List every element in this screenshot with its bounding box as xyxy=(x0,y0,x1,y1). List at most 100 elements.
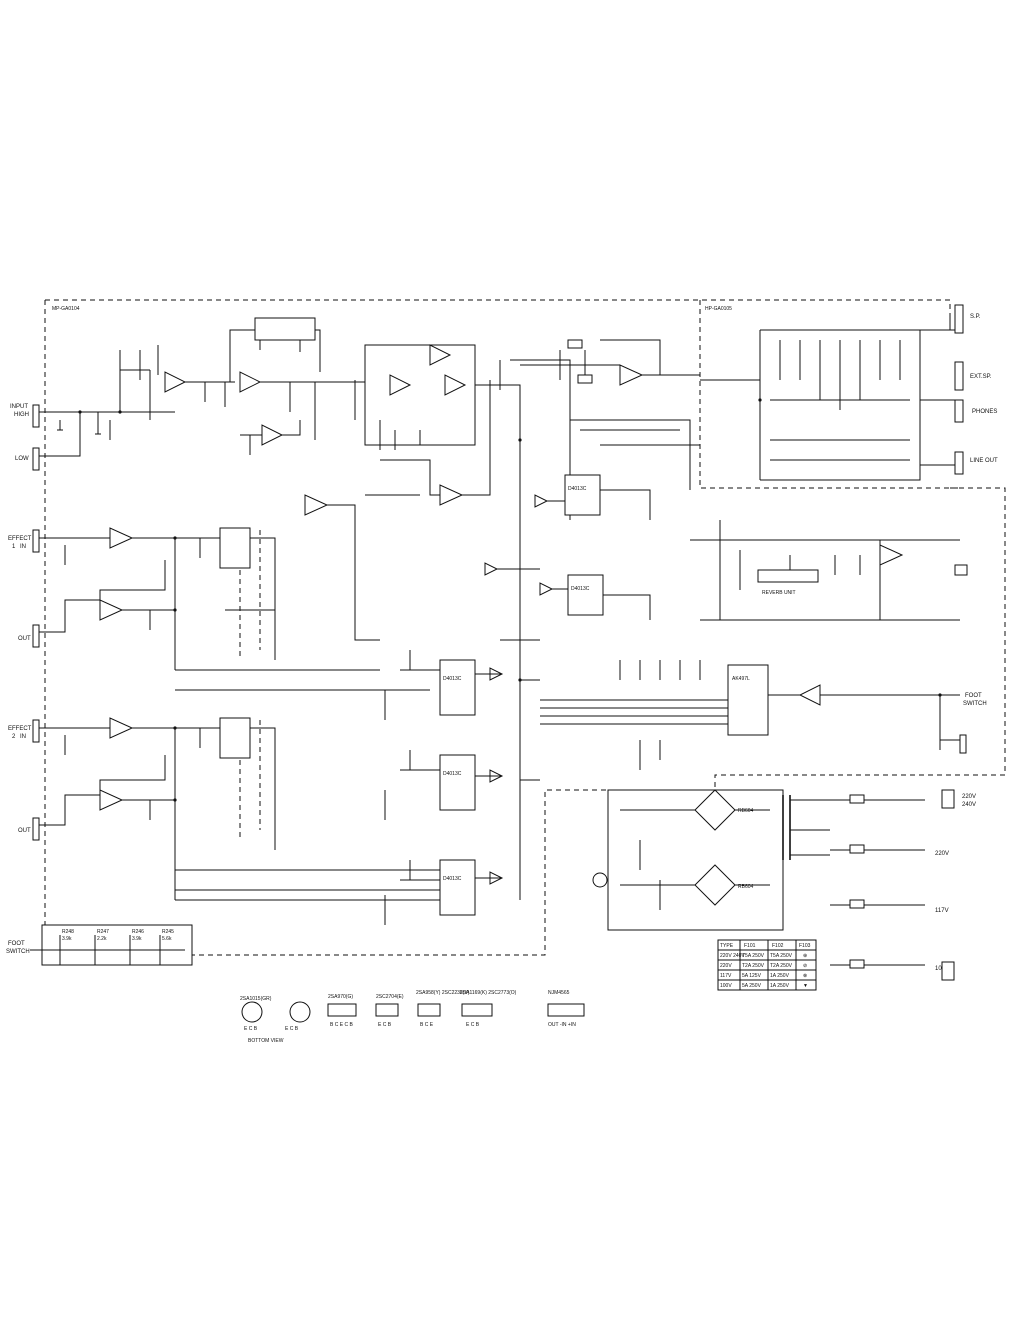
effect2-in: IN xyxy=(20,734,26,740)
legend-name-3: 2SC2704(E) xyxy=(376,994,404,1000)
foot-switch-left-box xyxy=(41,924,193,966)
fuse-h-type: TYPE xyxy=(720,943,734,949)
power-amp-section: S.P. EXT.SP. PHONES LINE OUT xyxy=(700,304,998,481)
fuse-220-240 xyxy=(849,794,865,804)
inverter-3 xyxy=(539,582,554,596)
ff-ic101 xyxy=(439,659,476,716)
fuse-r0-c0: 220V 240V xyxy=(720,953,745,959)
fuse-r0-c1: T5A 250V xyxy=(742,953,765,959)
ic110-opamp-e2 xyxy=(99,789,124,811)
legend-pins-1: E C B xyxy=(285,1026,299,1032)
power-117: 117V xyxy=(935,908,949,914)
effect1-num: 1 xyxy=(12,544,16,550)
diode-network xyxy=(254,317,316,341)
pinout-sip-4 xyxy=(461,1003,493,1017)
fuse-h-f101: F101 xyxy=(744,943,756,949)
r245-label: R245 xyxy=(162,929,174,935)
fuse-r1-c0: 220V xyxy=(720,963,732,969)
input-label: INPUT xyxy=(10,404,28,410)
legend-pins-2: B C E C B xyxy=(330,1022,353,1028)
bottom-view-label: BOTTOM VIEW xyxy=(248,1038,284,1044)
ff-ic105-type: D4013C xyxy=(568,486,587,492)
fuse-r0-c3: ⊕ xyxy=(803,953,807,959)
legend-pins-6: OUT -IN +IN xyxy=(548,1022,576,1028)
legend-name-0: 2SA1015(GR) xyxy=(240,996,272,1002)
ic104-opamp xyxy=(444,374,467,396)
psu-block xyxy=(607,789,784,931)
junction-dots xyxy=(78,398,942,802)
effect1-in-jack[interactable] xyxy=(32,529,40,553)
foot-switch-right-label: FOOT xyxy=(965,693,982,699)
r245-value: 5.6k xyxy=(162,936,172,942)
r247-value: 2.2k xyxy=(97,936,107,942)
ic103-opamp xyxy=(389,374,412,396)
effect1-in: IN xyxy=(20,544,26,550)
r247-label: R247 xyxy=(97,929,109,935)
pinout-legend: 2SA1015(GR) E C B E C B 2SA970(G) B C E … xyxy=(240,990,585,1044)
ic102-opamp xyxy=(261,424,284,446)
reverb-section: REVERB UNIT xyxy=(690,520,968,621)
legend-name-4: 2SA958(Y) 2SC2238(Y) xyxy=(416,990,470,996)
fuse-r1-c2: T2A 250V xyxy=(770,963,793,969)
pinout-to92-2 xyxy=(289,1001,311,1023)
ff-ic101-type: D4013C xyxy=(443,676,462,682)
power-plug-240 xyxy=(941,789,955,809)
fuse-117 xyxy=(849,899,865,909)
pcb-label-main: MP-GA0104 xyxy=(52,306,80,312)
effect2-in-jack[interactable] xyxy=(32,719,40,743)
pcb-borders: MP-GA0104 HP-GA0105 xyxy=(44,299,1006,956)
fuse-220 xyxy=(849,844,865,854)
pcb-label-output: HP-GA0105 xyxy=(705,306,732,312)
line-out-jack[interactable] xyxy=(954,451,964,475)
input-high-jack[interactable] xyxy=(32,404,40,428)
r248-label: R248 xyxy=(62,929,74,935)
fuse-r1-c1: T2A 250V xyxy=(742,963,765,969)
fuse-r2-c0: 117V xyxy=(720,973,732,979)
fuse-r2-c1: 5A 125V xyxy=(742,973,762,979)
effect2-out: OUT xyxy=(18,828,31,834)
pinout-to92-1 xyxy=(241,1001,263,1023)
effect2-num: 2 xyxy=(12,734,16,740)
fuse-table: TYPE F101 F102 F103 220V 240V T5A 250V T… xyxy=(717,939,817,991)
phones-jack[interactable] xyxy=(954,399,964,423)
counter-ic106 xyxy=(727,664,769,736)
sp-jack[interactable] xyxy=(954,304,964,334)
inverter-2 xyxy=(484,562,499,576)
fuse-h-f102: F102 xyxy=(772,943,784,949)
ic111-opamp-e2 xyxy=(109,717,134,739)
input-low-label: LOW xyxy=(15,456,29,462)
reverb-unit xyxy=(757,569,819,583)
ff-ic102 xyxy=(439,859,476,916)
foot-switch-left: FOOT SWITCH R248 R247 R246 R245 3.9k 2.2… xyxy=(6,924,193,966)
effect1-switch xyxy=(219,527,251,569)
effect2-out-jack[interactable] xyxy=(32,817,40,841)
reverb-unit-label: REVERB UNIT xyxy=(762,590,796,596)
foot-switch-right-jack[interactable] xyxy=(959,734,967,754)
fuse-r3-c1: 5A 250V xyxy=(742,983,762,989)
ic108-opamp xyxy=(439,484,464,506)
ff-ic104-type: D4013C xyxy=(571,586,590,592)
line-out-label: LINE OUT xyxy=(970,458,998,464)
middle-section xyxy=(304,344,571,660)
power-220-240-sub: 240V xyxy=(962,802,976,808)
fuse-100 xyxy=(849,959,865,969)
reverb-opamp xyxy=(879,544,904,566)
fuse-r2-c3: ⊗ xyxy=(803,973,807,979)
pinout-sip-5 xyxy=(547,1003,585,1017)
ic110-opamp-e1 xyxy=(99,599,124,621)
fuse-h-f103: F103 xyxy=(799,943,811,949)
rectifier-d114 xyxy=(694,864,736,906)
input-low-jack[interactable] xyxy=(32,447,40,471)
pinout-sip-3 xyxy=(417,1003,441,1017)
ext-sp-jack[interactable] xyxy=(954,361,964,391)
foot-switch-right-label2: SWITCH xyxy=(963,701,987,707)
effect1-out-jack[interactable] xyxy=(32,624,40,648)
power-220: 220V xyxy=(935,851,949,857)
master-section xyxy=(520,339,700,490)
ic108-foot-opamp xyxy=(798,684,821,706)
fuse-r1-c3: ⊘ xyxy=(803,963,807,969)
legend-pins-0: E C B xyxy=(244,1026,258,1032)
reverb-jack[interactable] xyxy=(954,564,968,576)
r248-value: 3.9k xyxy=(62,936,72,942)
